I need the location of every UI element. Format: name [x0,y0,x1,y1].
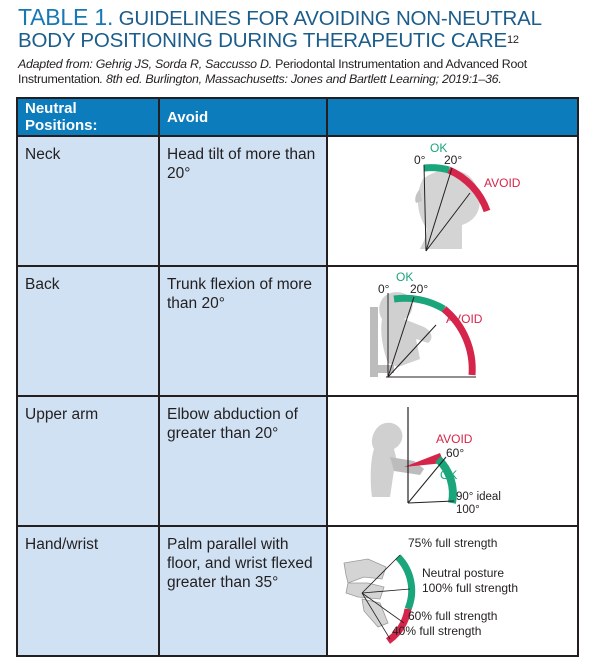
hand-wrist-figure-cell: 75% full strength Neutral posture 100% f… [326,525,579,657]
ok-label: OK [440,468,457,482]
avoid-cell: Palm parallel with floor, and wrist flex… [158,525,328,657]
table-number: TABLE 1. [18,4,114,30]
wrist-line-60 [361,592,405,624]
avoid-cell: Elbow abduction of greater than 20° [158,395,328,527]
neck-figure-cell: OK 0° 20° AVOID [326,135,579,267]
header-neutral-positions: Neutral Positions: [16,97,160,137]
strength-arc-upper [395,554,416,611]
ok-label: OK [430,141,447,155]
source-authors: Adapted from: Gehrig JS, Sorda R, Saccus… [18,57,276,71]
table-heading: GUIDELINES FOR AVOIDING NON-NEUTRAL BODY… [18,7,542,52]
header-avoid: Avoid [158,97,328,137]
table-row-neck: Neck Head tilt of more than 20° OK 0° 20… [16,135,579,267]
twenty-degree-line [425,167,453,252]
ideal-angle-line [407,500,455,504]
table-title: TABLE 1. GUIDELINES FOR AVOIDING NON-NEU… [18,6,593,52]
neck-posture-diagram: OK 0° 20° AVOID [414,141,521,252]
source-book-title: Periodontal Instrumentation and Advanced… [18,57,527,86]
strength-arc-lower [385,608,412,644]
back-figure-cell: OK 0° 20° AVOID [326,265,579,397]
head-silhouette-icon [415,169,480,249]
wrist-line-40 [361,592,391,640]
twenty-degree-label: 20° [410,282,428,296]
avoid-label: AVOID [436,432,473,446]
table-row-upper-arm: Upper arm Elbow abduction of greater tha… [16,395,579,527]
source-publisher: . 8th ed. Burlington, Massachusetts: Jon… [99,72,502,86]
ok-arc [393,294,446,313]
guidelines-table: Neutral Positions: Avoid Neck Head tilt … [16,97,579,657]
hundred-degree-label: 100° [456,504,480,516]
position-cell: Upper arm [16,395,160,527]
wrist-line-75 [361,554,401,594]
seated-person-arm-silhouette-icon [370,422,424,497]
avoid-label: AVOID [446,312,483,326]
position-cell: Hand/wrist [16,525,160,657]
strength-60-label: 60% full strength [408,609,497,623]
table-header-row: Neutral Positions: Avoid [16,97,579,137]
back-posture-diagram: OK 0° 20° AVOID [370,270,483,378]
position-cell: Neck [16,135,160,267]
avoid-label: AVOID [484,176,521,190]
strength-40-label: 40% full strength [392,624,481,638]
trunk-axis-line [387,324,437,378]
position-cell: Back [16,265,160,397]
twenty-degree-line [387,296,415,378]
table-row-hand-wrist: Hand/wrist Palm parallel with floor, and… [16,525,579,657]
table-source-note: Adapted from: Gehrig JS, Sorda R, Saccus… [18,57,598,87]
seated-person-silhouette-icon [370,292,432,377]
sixty-degree-label: 60° [446,446,464,460]
hand-wrist-posture-diagram: 75% full strength Neutral posture 100% f… [343,536,518,644]
avoid-cell: Head tilt of more than 20° [158,135,328,267]
avoid-cell: Trunk flexion of more than 20° [158,265,328,397]
avoid-arc [447,166,491,213]
twenty-degree-label: 20° [444,153,462,167]
zero-degree-line [423,164,427,252]
hand-silhouette-icon [343,558,389,628]
avoid-wedge [404,453,444,467]
strength-100-label: 100% full strength [422,581,518,595]
avoid-arc [441,306,476,376]
head-axis-line [425,192,471,252]
neutral-posture-label: Neutral posture [422,566,504,580]
header-figure [326,97,579,137]
strength-75-label: 75% full strength [408,536,497,550]
upper-arm-posture-diagram: AVOID 60° OK 90° ideal 100° [370,407,501,516]
wrist-line-neutral [361,588,411,594]
ok-label: OK [396,270,413,284]
upper-arm-figure-cell: AVOID 60° OK 90° ideal 100° [326,395,579,527]
reference-superscript: 12 [507,34,519,46]
ninety-degree-label: 90° ideal [456,491,501,503]
zero-degree-label: 0° [378,282,390,296]
table-row-back: Back Trunk flexion of more than 20° OK 0… [16,265,579,397]
ok-arc [423,164,450,174]
zero-degree-label: 0° [414,153,426,167]
sixty-degree-line [407,456,447,504]
